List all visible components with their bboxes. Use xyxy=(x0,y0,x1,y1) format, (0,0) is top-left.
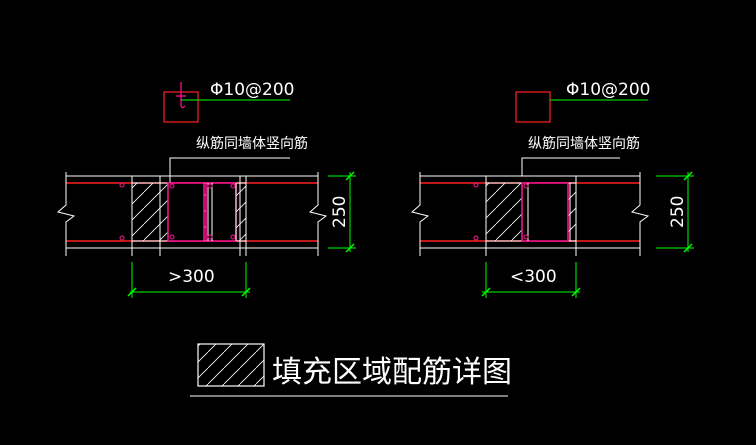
right-detail: Φ10@200 纵筋同墙体竖向筋 <300 250 xyxy=(410,80,694,298)
width-dimension-label: <300 xyxy=(510,267,557,287)
drawing-title: 填充区域配筋详图 xyxy=(272,355,512,390)
hatch-legend-icon xyxy=(197,343,265,387)
stirrup-section-box xyxy=(515,91,551,123)
longitudinal-rebar-note: 纵筋同墙体竖向筋 xyxy=(196,135,308,152)
rebar-spec-label: Φ10@200 xyxy=(210,80,294,100)
rebar-dot xyxy=(169,183,175,189)
width-dimension-label: >300 xyxy=(168,267,215,287)
rebar-dot xyxy=(523,234,529,240)
dim-tick xyxy=(683,171,693,181)
rebar-dot xyxy=(473,182,479,188)
rebar-dot xyxy=(230,234,236,240)
rebar-dot xyxy=(169,234,175,240)
left-detail: Φ10@200 纵筋同墙体竖向筋 xyxy=(56,80,356,298)
break-line-right xyxy=(308,172,328,256)
break-line-left xyxy=(410,172,430,256)
note-leader xyxy=(521,157,620,176)
stirrup xyxy=(205,182,237,242)
dim-tick xyxy=(571,287,581,297)
break-line-left xyxy=(56,172,76,256)
height-dimension-label: 250 xyxy=(330,196,350,228)
rebar-dot xyxy=(119,235,125,241)
rebar-spec-label: Φ10@200 xyxy=(566,80,650,100)
rebar-dot xyxy=(119,182,125,188)
dim-tick xyxy=(683,243,693,253)
rebar-dot xyxy=(230,183,236,189)
note-leader xyxy=(169,157,290,168)
height-dimension-label: 250 xyxy=(668,196,688,228)
stirrup xyxy=(521,182,569,242)
dim-tick xyxy=(345,171,355,181)
longitudinal-rebar-note: 纵筋同墙体竖向筋 xyxy=(528,135,640,152)
break-line-right xyxy=(630,172,650,256)
rebar-dot xyxy=(207,183,213,189)
stirrup xyxy=(167,182,205,242)
rebar-dot xyxy=(473,235,479,241)
rebar-dot xyxy=(207,234,213,240)
dim-tick xyxy=(481,287,491,297)
dim-tick xyxy=(241,287,251,297)
dim-tick xyxy=(127,287,137,297)
legend: 填充区域配筋详图 xyxy=(190,343,512,397)
stirrup-hook-icon xyxy=(176,82,186,109)
rebar-dot xyxy=(523,183,529,189)
dim-tick xyxy=(345,243,355,253)
